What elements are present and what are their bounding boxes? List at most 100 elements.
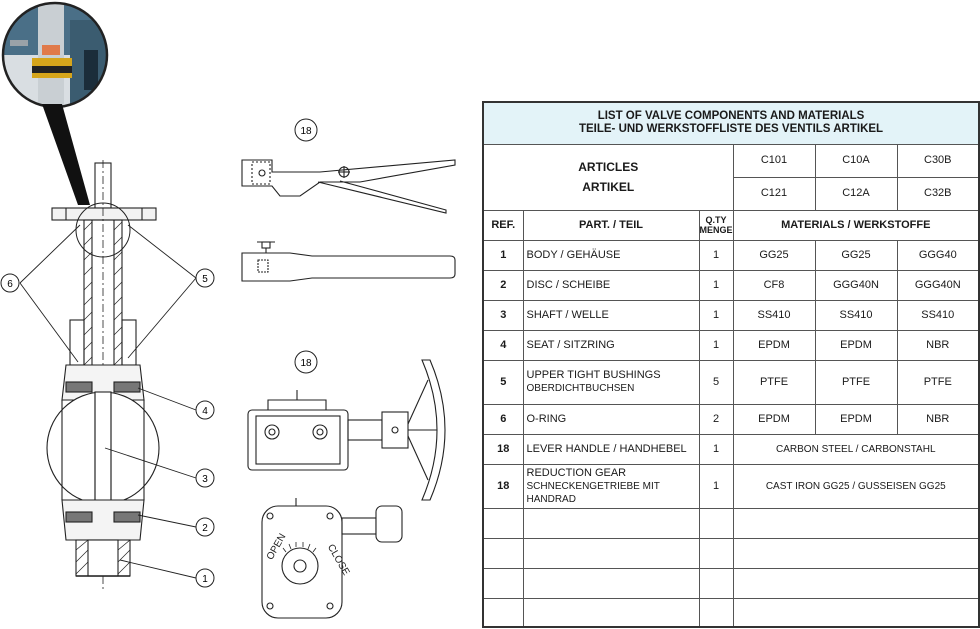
table-row: 18 LEVER HANDLE / HANDHEBEL 1 CARBON STE…	[482, 433, 980, 465]
callout-18-gear: 18	[294, 350, 318, 374]
articles-row-1: ARTICLES ARTIKEL C101 C10A C30B	[482, 143, 980, 211]
article-code: C32B	[896, 176, 980, 211]
material-cell: GG25	[732, 239, 816, 271]
article-code: C101	[732, 143, 816, 178]
empty-row	[482, 597, 980, 628]
svg-text:6: 6	[7, 279, 13, 290]
table-title-row: LIST OF VALVE COMPONENTS AND MATERIALS T…	[482, 101, 980, 145]
material-cell: GGG40	[896, 239, 980, 271]
material-cell: GGG40N	[814, 269, 898, 301]
part-cell: O-RING	[522, 403, 700, 435]
empty-row	[482, 567, 980, 599]
articles-row-2: C121 C12A C32B	[483, 176, 980, 211]
leader-lines	[19, 224, 197, 579]
material-cell: CAST IRON GG25 / GUSSEISEN GG25	[732, 463, 980, 509]
part-cell: SEAT / SITZRING	[522, 329, 700, 361]
callouts: 6 5 4 3 2 1 18 18	[0, 118, 318, 588]
table-title-de: TEILE- UND WERKSTOFFLISTE DES VENTILS AR…	[578, 123, 884, 136]
article-code: C12A	[814, 176, 898, 211]
material-cell: SS410	[814, 299, 898, 331]
part-cell: LEVER HANDLE / HANDHEBEL	[522, 433, 700, 465]
callout-6: 6	[0, 273, 20, 293]
col-qty-header-en: Q.TY	[705, 215, 727, 225]
material-cell: EPDM	[814, 329, 898, 361]
article-code: C30B	[896, 143, 980, 178]
svg-text:5: 5	[202, 274, 208, 285]
empty-row	[482, 537, 980, 569]
material-cell: EPDM	[814, 403, 898, 435]
material-cell: SS410	[732, 299, 816, 331]
material-cell: PTFE	[732, 359, 816, 405]
qty-cell: 1	[698, 269, 734, 301]
qty-cell: 1	[698, 299, 734, 331]
part-cell: SHAFT / WELLE	[522, 299, 700, 331]
callout-18-lever: 18	[294, 118, 318, 142]
table-row: 1 BODY / GEHÄUSE 1 GG25 GG25 GGG40	[482, 239, 980, 271]
table-title-en: LIST OF VALVE COMPONENTS AND MATERIALS	[597, 110, 865, 123]
gearbox-side-view	[247, 359, 446, 501]
ref-cell: 3	[482, 299, 524, 331]
material-cell: EPDM	[732, 403, 816, 435]
material-cell: PTFE	[896, 359, 980, 405]
col-part-header: PART. / TEIL	[522, 209, 700, 241]
valve-technical-drawing: 6 5 4 3 2 1 18 18	[0, 1, 456, 619]
column-header-row: REF. PART. / TEIL Q.TY MENGE MATERIALS /…	[482, 209, 980, 241]
ref-cell: 5	[482, 359, 524, 405]
material-cell: NBR	[896, 329, 980, 361]
articles-label-de: ARTIKEL	[582, 180, 635, 194]
svg-text:3: 3	[202, 474, 208, 485]
empty-row	[482, 507, 980, 539]
ref-cell: 1	[482, 239, 524, 271]
callout-4: 4	[195, 400, 215, 420]
qty-cell: 5	[698, 359, 734, 405]
material-cell: CF8	[732, 269, 816, 301]
article-code: C10A	[814, 143, 898, 178]
qty-cell: 1	[698, 433, 734, 465]
material-cell: CARBON STEEL / CARBONSTAHL	[732, 433, 980, 465]
material-cell: GGG40N	[896, 269, 980, 301]
svg-text:1: 1	[202, 574, 208, 585]
detail-inset	[1, 1, 109, 205]
qty-cell: 1	[698, 463, 734, 509]
ref-cell: 2	[482, 269, 524, 301]
valve-section-view	[46, 160, 160, 590]
table-row: 4 SEAT / SITZRING 1 EPDM EPDM NBR	[482, 329, 980, 361]
ref-cell: 6	[482, 403, 524, 435]
col-ref-header: REF.	[482, 209, 524, 241]
qty-cell: 2	[698, 403, 734, 435]
material-cell: EPDM	[732, 329, 816, 361]
material-cell: PTFE	[814, 359, 898, 405]
callout-1: 1	[195, 568, 215, 588]
svg-text:4: 4	[202, 406, 208, 417]
material-cell: NBR	[896, 403, 980, 435]
material-cell: SS410	[896, 299, 980, 331]
table-row: 6 O-RING 2 EPDM EPDM NBR	[482, 403, 980, 435]
col-qty-header-de: MENGE	[699, 225, 733, 235]
article-code: C121	[732, 176, 816, 211]
articles-label-en: ARTICLES	[578, 160, 639, 174]
table-row: 3 SHAFT / WELLE 1 SS410 SS410 SS410	[482, 299, 980, 331]
ref-cell: 4	[482, 329, 524, 361]
qty-cell: 1	[698, 329, 734, 361]
callout-5: 5	[195, 268, 215, 288]
col-materials-header: MATERIALS / WERKSTOFFE	[732, 209, 980, 241]
svg-text:18: 18	[300, 126, 312, 137]
callout-3: 3	[195, 468, 215, 488]
part-cell: DISC / SCHEIBE	[522, 269, 700, 301]
lever-handle-top-view	[241, 241, 456, 282]
part-cell: BODY / GEHÄUSE	[522, 239, 700, 271]
lever-handle-side-view	[241, 159, 456, 214]
material-cell: GG25	[814, 239, 898, 271]
valve-components-table: LIST OF VALVE COMPONENTS AND MATERIALS T…	[482, 101, 980, 628]
callout-2: 2	[195, 517, 215, 537]
ref-cell: 18	[482, 433, 524, 465]
svg-text:2: 2	[202, 523, 208, 534]
ref-cell: 18	[482, 463, 524, 509]
svg-text:18: 18	[300, 358, 312, 369]
table-row: 2 DISC / SCHEIBE 1 CF8 GGG40N GGG40N	[482, 269, 980, 301]
qty-cell: 1	[698, 239, 734, 271]
